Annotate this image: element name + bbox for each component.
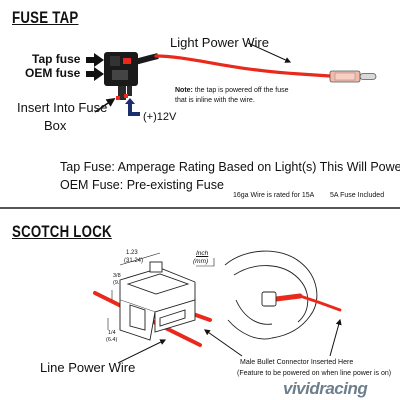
insert-pointer [94, 97, 116, 113]
wire-rating-text: 16ga Wire is rated for 15A [233, 192, 315, 199]
tap-wire-sleeve [134, 53, 159, 65]
dimension-lines [107, 252, 161, 330]
scotch-lock-title: SCOTCH LOCK [12, 222, 112, 241]
voltage-label: (+)12V [143, 111, 177, 123]
fuse-tap-device-icon [104, 52, 138, 100]
light-power-wire-label: Light Power Wire [170, 35, 269, 50]
insert-into-fuse-label: Insert Into Fuse [17, 100, 108, 115]
light-power-wire-pointer [247, 42, 292, 63]
dim-length: 1.23 [126, 250, 138, 256]
dim-width: 3/8 [113, 273, 121, 279]
note-bold: Note: [175, 87, 193, 94]
bullet-connector-icon [329, 70, 377, 83]
tap-fuse-label: Tap fuse [32, 52, 81, 66]
dim-height: 1/4 [108, 330, 116, 336]
dim-width-mm: (9.5) [113, 280, 125, 286]
oem-fuse-desc-label: OEM Fuse: [60, 178, 124, 192]
oem-fuse-label: OEM fuse [25, 66, 81, 80]
watermark-logo: vividracing [283, 379, 368, 398]
dim-height-mm: (6.4) [106, 337, 118, 343]
bullet-pointer-a [204, 329, 243, 357]
fuse-tap-title: FUSE TAP [12, 8, 79, 27]
oem-fuse-arrow-icon [86, 67, 104, 81]
bullet-pointer-b [329, 318, 342, 357]
detail-wire-tail [298, 294, 342, 312]
oem-fuse-description: OEM Fuse: Pre-existing Fuse [60, 178, 224, 192]
note-text-1: the tap is powered off the fuse [192, 87, 289, 94]
unit-bracket [196, 258, 215, 267]
unit-label-inch: Inch [196, 250, 209, 257]
tap-fuse-desc-text: Amperage Rating Based on Light(s) This W… [114, 160, 400, 174]
bullet-connector-label: Male Bullet Connector Inserted Here [240, 359, 354, 366]
note-text-2: that is inline with the wire. [175, 97, 255, 104]
bullet-connector-note: (Feature to be powered on when line powe… [237, 370, 392, 377]
light-power-wire [154, 54, 332, 78]
voltage-arrow-icon [125, 98, 140, 116]
tap-fuse-desc-label: Tap Fuse: [60, 160, 115, 174]
detail-port-icon [261, 291, 277, 307]
oem-fuse-desc-text: Pre-existing Fuse [123, 178, 224, 192]
fuse-tap-note: Note: the tap is powered off the fuse [175, 87, 289, 94]
scotch-lock-device-icon [119, 261, 196, 341]
fuse-included-text: 5A Fuse Included [330, 192, 385, 199]
line-power-wire-label: Line Power Wire [40, 360, 136, 375]
tap-fuse-description: Tap Fuse: Amperage Rating Based on Light… [60, 160, 400, 174]
unit-label-mm: (mm) [193, 258, 209, 265]
line-power-wire-pointer [117, 339, 167, 364]
connector-detail-icon [224, 250, 318, 340]
box-label: Box [44, 118, 67, 133]
tap-fuse-arrow-icon [86, 53, 104, 67]
